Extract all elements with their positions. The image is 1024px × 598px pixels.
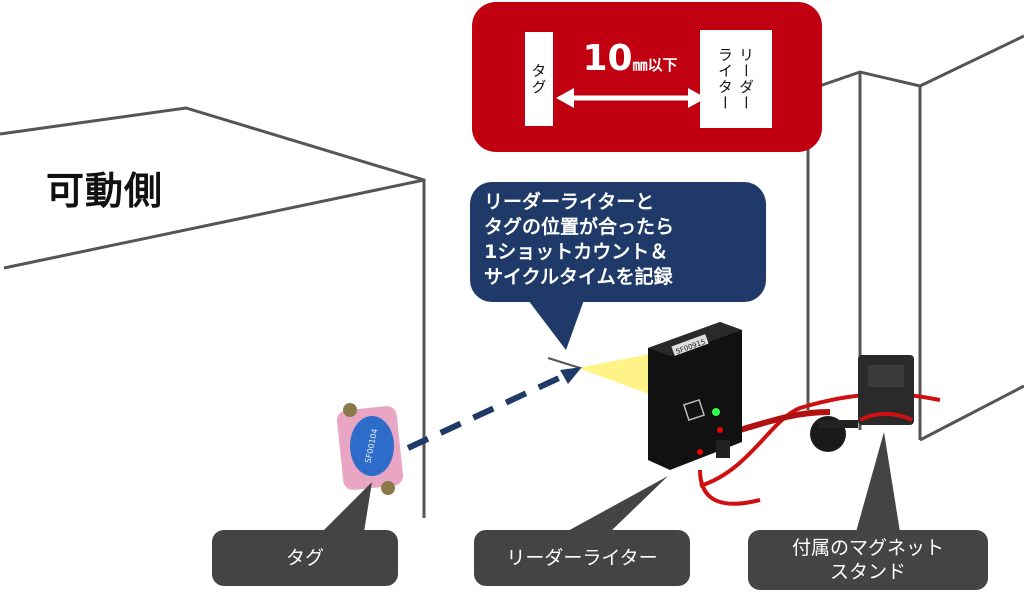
movable-side-outline (0, 106, 426, 518)
spec-distance-value: 10 (582, 38, 633, 79)
callout-pointer (528, 300, 584, 350)
movable-side-label: 可動側 (46, 169, 164, 213)
pointer-line (547, 357, 581, 369)
callout-text: リーダーライターと タグの位置が合ったら 1ショットカウント＆ サイクルタイムを… (484, 190, 674, 290)
reader-label: リーダーライター (474, 530, 690, 586)
callout-line: サイクルタイムを記録 (484, 266, 673, 288)
spec-distance-unit: ㎜以下 (632, 56, 678, 74)
spec-reader-label-line: ライター (716, 47, 734, 111)
spec-distance: 10㎜以下 (565, 38, 695, 79)
stand-label: 付属のマグネット スタンド (748, 530, 988, 590)
spec-reader-label-line: リーダー (737, 47, 755, 111)
callout-line: リーダーライターと (484, 191, 655, 213)
dashed-link-arrowhead (560, 367, 582, 384)
magnet-stand (698, 355, 941, 506)
spec-reader-label: リーダーライター (715, 47, 757, 111)
stand-label-line2: スタンド (829, 561, 906, 583)
reader-beam (578, 352, 660, 398)
tag-device: SF00104 (336, 403, 404, 495)
info-callout: リーダーライターと タグの位置が合ったら 1ショットカウント＆ サイクルタイムを… (470, 182, 766, 302)
reader-device: SF00915 (648, 322, 742, 470)
reader-label-pointer (566, 476, 668, 532)
spec-tag-box: タグ (525, 32, 553, 126)
tag-label-pointer (322, 482, 372, 532)
tag-label: タグ (212, 530, 398, 586)
callout-line: 1ショットカウント＆ (484, 241, 669, 263)
double-arrow-icon (556, 88, 706, 108)
distance-spec-panel: タグ 10㎜以下 リーダーライター (472, 2, 822, 152)
stand-label-line1: 付属のマグネット (791, 537, 944, 559)
spec-tag-label: タグ (529, 63, 548, 95)
callout-line: タグの位置が合ったら (484, 216, 675, 238)
spec-reader-box: リーダーライター (700, 30, 772, 128)
dashed-link-line (406, 369, 574, 451)
stand-label-pointer (856, 432, 900, 532)
